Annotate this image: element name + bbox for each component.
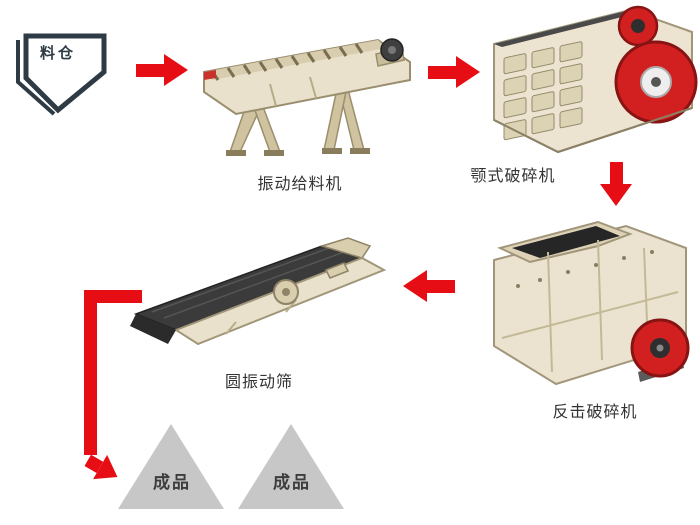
arrow-head-icon — [456, 56, 480, 88]
jaw-crusher-image — [488, 0, 700, 158]
arrow-head-icon — [403, 270, 427, 302]
impact-crusher-illustration — [493, 220, 690, 386]
arrow-hopper-to-feeder — [136, 54, 188, 86]
product-label-right: 成品 — [273, 473, 311, 493]
arrow-feeder-to-jaw — [428, 56, 480, 88]
elbow-vertical-segment — [84, 290, 97, 455]
vibrating-screen-label: 圆振动筛 — [224, 372, 293, 391]
product-pile-left — [118, 424, 224, 509]
impact-crusher-image — [478, 196, 700, 392]
arrow-head-icon — [600, 184, 632, 206]
arrow-bar — [136, 63, 164, 77]
vibrating-screen-image — [126, 230, 404, 362]
impact-crusher-label: 反击破碎机 — [552, 402, 638, 421]
jaw-crusher-label: 颚式破碎机 — [470, 166, 556, 185]
hopper-icon: 料仓 — [14, 26, 114, 118]
arrow-jaw-to-impact — [600, 162, 632, 206]
product-label-left: 成品 — [153, 473, 191, 493]
hopper-label: 料仓 — [40, 44, 77, 62]
vibrating-screen-illustration — [130, 237, 387, 346]
arrow-bar — [428, 65, 456, 79]
jaw-crusher-illustration — [493, 5, 698, 154]
arrow-bar — [609, 162, 623, 184]
arrow-impact-to-screen — [403, 270, 455, 302]
hopper-shape — [16, 33, 107, 116]
elbow-horizontal-segment — [84, 290, 142, 303]
vibrating-feeder-illustration — [203, 38, 411, 156]
product-pile-right — [238, 424, 344, 509]
vibrating-feeder-image — [196, 20, 424, 165]
arrow-bar — [427, 279, 455, 293]
vibrating-feeder-label: 振动给料机 — [257, 174, 343, 193]
arrow-head-icon — [164, 54, 188, 86]
